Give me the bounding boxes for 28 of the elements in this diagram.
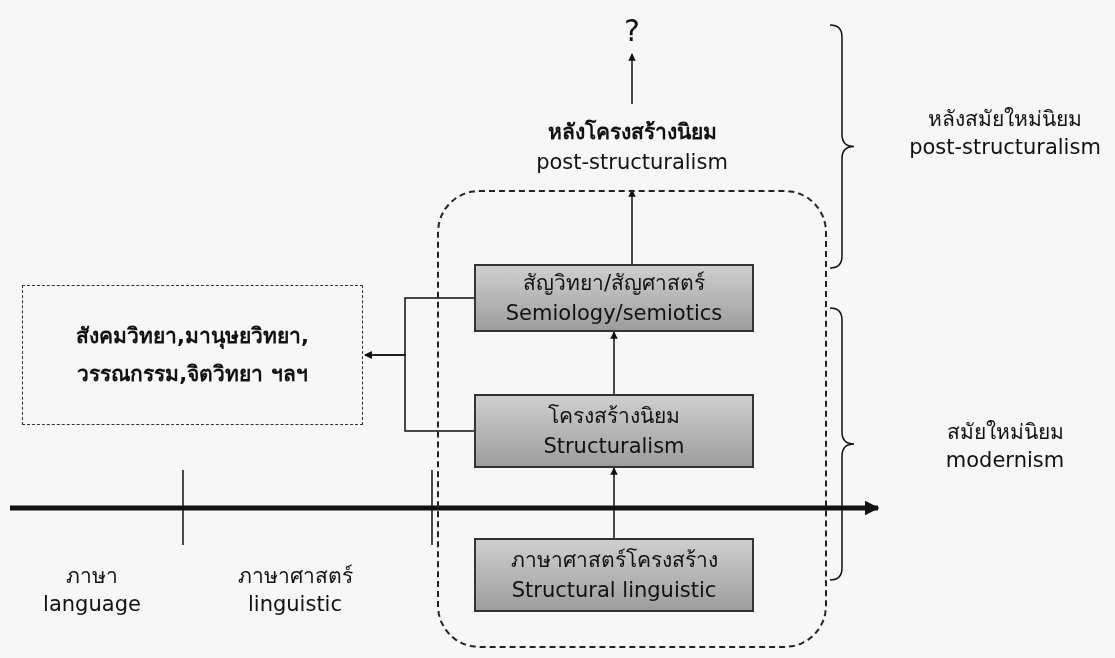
arrow bbox=[610, 467, 618, 539]
question-mark: ? bbox=[612, 8, 652, 54]
heading-text: หลังโครงสร้างนิยม bbox=[546, 118, 718, 146]
axis-label: linguistic bbox=[248, 591, 342, 618]
arrow bbox=[628, 53, 636, 105]
dashed-region bbox=[437, 190, 827, 648]
arrow bbox=[628, 189, 636, 265]
axis-label: ภาษาศาสตร์ bbox=[237, 563, 353, 590]
arrow bbox=[364, 351, 475, 432]
english-title: Structural linguistic bbox=[510, 577, 718, 604]
box-text: สังคมวิทยา,มานุษยวิทยา, วรรณกรรม,จิตวิทยา ฯลฯ bbox=[75, 323, 310, 388]
process-box bbox=[474, 394, 754, 468]
english-title: Structuralism bbox=[542, 433, 686, 460]
process-box bbox=[474, 538, 754, 612]
process-box bbox=[474, 264, 754, 332]
thai-title: ภาษาศาสตร์โครงสร้าง bbox=[509, 547, 719, 574]
side-label: สมัยใหม่นิยม bbox=[946, 419, 1064, 446]
side-label: หลังสมัยใหม่นิยม bbox=[928, 106, 1082, 133]
thai-title: สัญวิทยา/สัญศาสตร์ bbox=[521, 270, 707, 297]
subheading-text: post-structuralism bbox=[535, 149, 729, 176]
english-title: Semiology/semiotics bbox=[504, 300, 724, 327]
axis-label: ภาษา bbox=[66, 563, 118, 590]
thai-title: โครงสร้างนิยม bbox=[547, 403, 681, 430]
arrow bbox=[610, 331, 618, 395]
side-label: modernism bbox=[945, 447, 1065, 474]
axis-label: language bbox=[43, 591, 141, 618]
side-label: post-structuralism bbox=[909, 134, 1101, 161]
dashed-box bbox=[22, 285, 363, 425]
